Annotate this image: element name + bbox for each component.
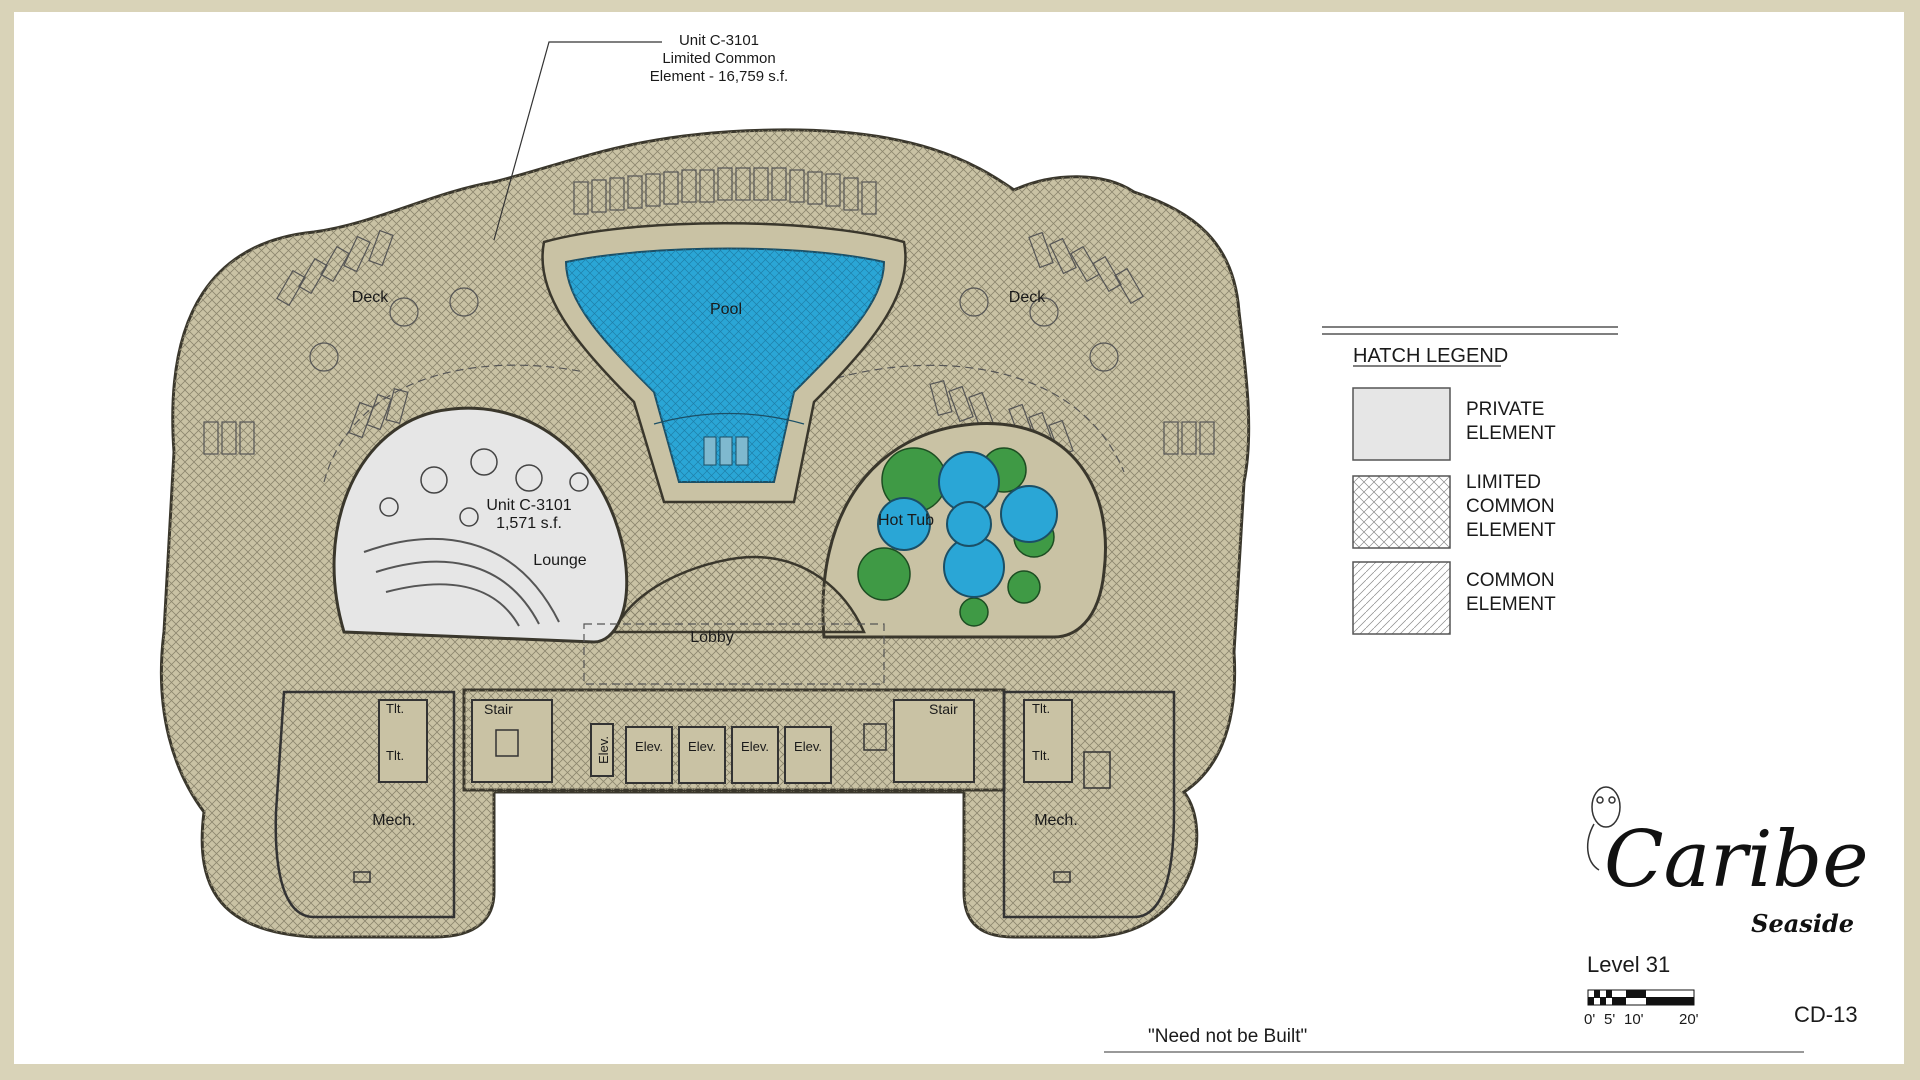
stair-left-label: Stair	[484, 701, 513, 717]
legend-title: HATCH LEGEND	[1353, 345, 1508, 367]
scale-label-20: 20'	[1679, 1011, 1699, 1028]
legend-private-line2: ELEMENT	[1466, 423, 1556, 444]
legend-common-line1: COMMON	[1466, 570, 1555, 591]
unit-label-line2: 1,571 s.f.	[496, 515, 562, 532]
unit-label-line1: Unit C-3101	[486, 497, 571, 514]
level-label: Level 31	[1587, 952, 1670, 977]
deck-tables	[309, 287, 1119, 372]
lobby-area	[612, 555, 866, 634]
deck-loungers-left	[203, 229, 409, 455]
deck-loungers-top	[573, 167, 877, 215]
hatch-legend: HATCH LEGEND PRIVATE ELEMENT LIMITED COM…	[1322, 326, 1618, 635]
caribe-logo: Caribe Seaside	[1587, 786, 1869, 938]
callout-line3: Element - 16,759 s.f.	[650, 68, 788, 85]
mech-left-label: Mech.	[372, 812, 416, 829]
logo-brand: Caribe	[1604, 815, 1869, 905]
elev4-label: Elev.	[794, 739, 822, 754]
deck-right-label: Deck	[1009, 289, 1046, 306]
scale-label-0: 0'	[1584, 1011, 1595, 1028]
gecko-icon	[1587, 786, 1621, 871]
callout-line2: Limited Common	[662, 50, 775, 67]
elev-small-label: Elev.	[596, 736, 611, 764]
tlt-left-bottom-label: Tlt.	[386, 748, 404, 763]
floor-plan-svg: Unit C-3101 Limited Common Element - 16,…	[159, 32, 1869, 1053]
deck-left-label: Deck	[352, 289, 389, 306]
legend-limited-line2: COMMON	[1466, 496, 1555, 517]
logo-tagline: Seaside	[1751, 909, 1854, 938]
stair-right-label: Stair	[929, 701, 958, 717]
building-core	[378, 688, 1073, 792]
legend-swatch-private	[1352, 387, 1451, 461]
drawing-sheet: Unit C-3101 Limited Common Element - 16,…	[14, 12, 1904, 1064]
scale-bar	[1587, 989, 1695, 1006]
legend-private-line1: PRIVATE	[1466, 399, 1544, 420]
hot-tub-water	[877, 451, 1058, 598]
tlt-right-top-label: Tlt.	[1032, 701, 1050, 716]
legend-swatch-common	[1352, 561, 1451, 635]
elev2-label: Elev.	[688, 739, 716, 754]
elev1-label: Elev.	[635, 739, 663, 754]
legend-common-line2: ELEMENT	[1466, 594, 1556, 615]
legend-swatch-limited	[1352, 475, 1451, 549]
floor-plan	[159, 41, 1251, 939]
deck-loungers-right	[929, 231, 1215, 457]
callout-line1: Unit C-3101	[679, 32, 759, 49]
note-text: "Need not be Built"	[1148, 1026, 1307, 1047]
mech-right-label: Mech.	[1034, 812, 1078, 829]
sheet-number: CD-13	[1794, 1002, 1858, 1027]
tlt-right-bottom-label: Tlt.	[1032, 748, 1050, 763]
pool-label: Pool	[710, 301, 742, 318]
tlt-left-top-label: Tlt.	[386, 701, 404, 716]
pool-loungers	[703, 436, 749, 466]
legend-limited-line1: LIMITED	[1466, 472, 1541, 493]
scale-label-10: 10'	[1624, 1011, 1644, 1028]
lounge-label: Lounge	[533, 552, 586, 569]
lounge-tables	[379, 448, 589, 527]
legend-limited-line3: ELEMENT	[1466, 520, 1556, 541]
lounge-area	[332, 406, 629, 644]
elev3-label: Elev.	[741, 739, 769, 754]
lobby-label: Lobby	[690, 629, 734, 646]
scale-label-5: 5'	[1604, 1011, 1615, 1028]
hot-tub-label: Hot Tub	[878, 512, 934, 529]
